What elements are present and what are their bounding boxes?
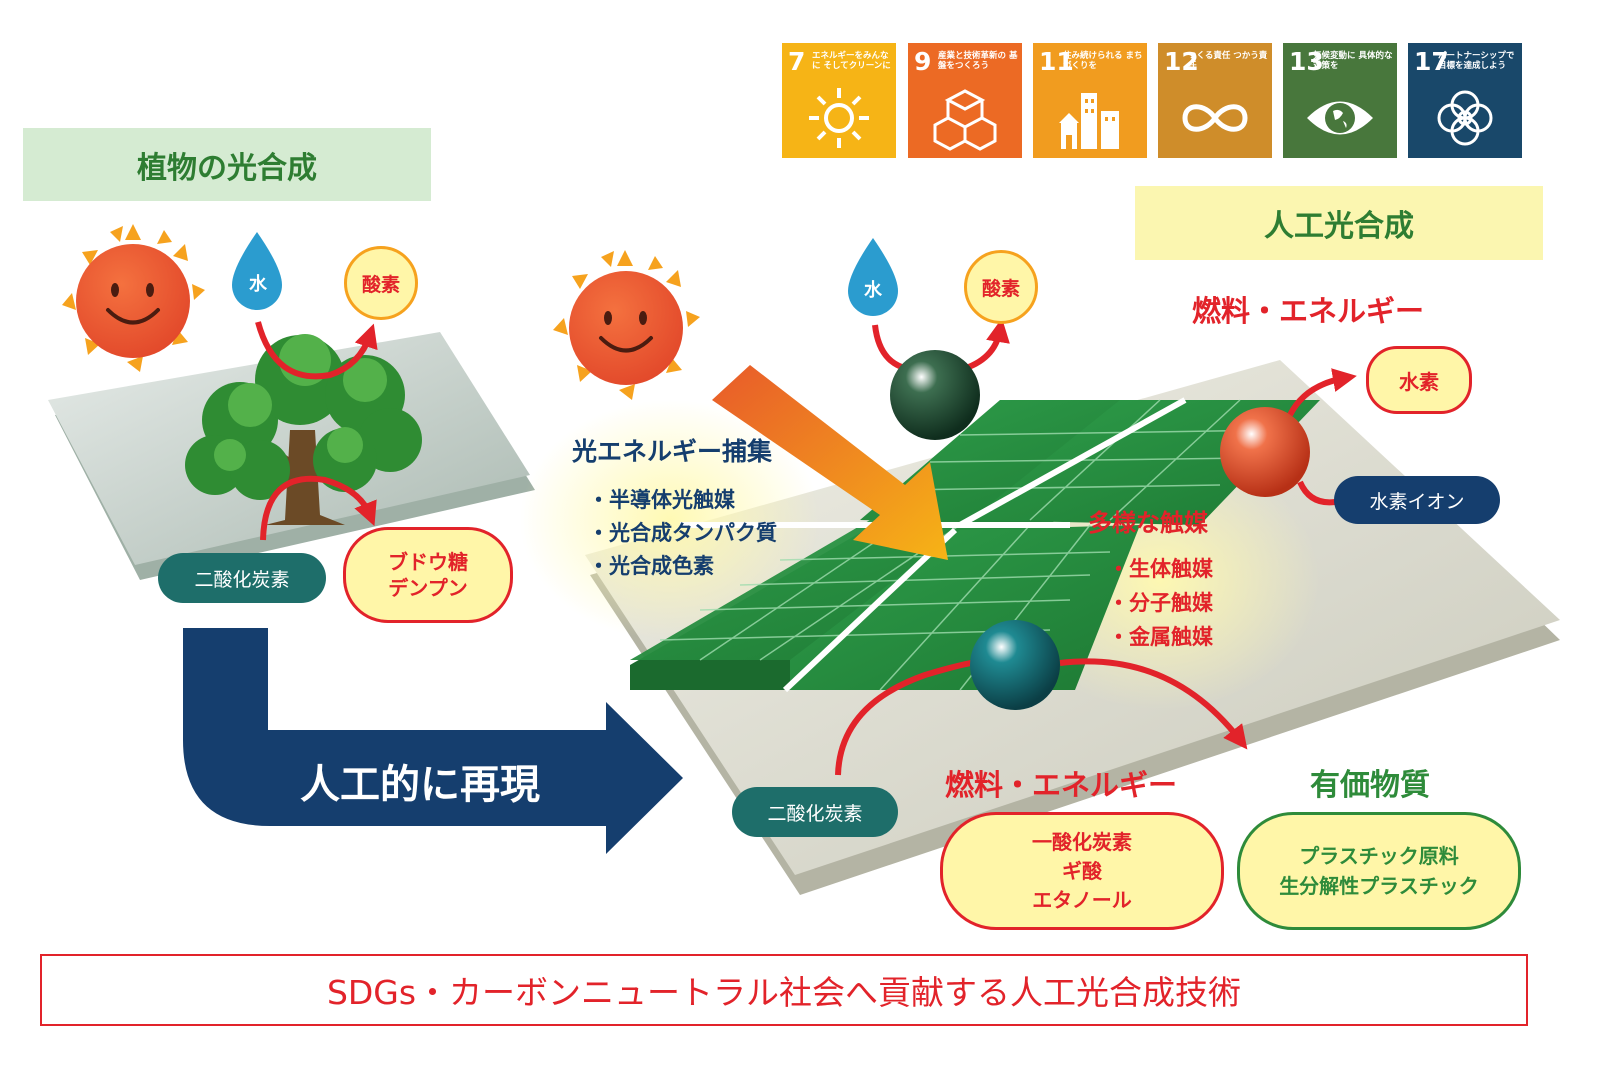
left-oxygen-badge: 酸素 (344, 246, 418, 320)
right-sun-icon (553, 250, 700, 400)
catalyst-heading: 多様な触媒 (1088, 509, 1208, 537)
valuable-products-badge: プラスチック原料 生分解性プラスチック (1237, 812, 1521, 930)
sdg-tile-9: 9 産業と技術革新の 基盤をつくろう (908, 43, 1022, 158)
light-item: ・光合成タンパク質 (588, 521, 777, 545)
catalyst-item: ・分子触媒 (1108, 591, 1213, 615)
left-sun-icon (62, 224, 205, 372)
sun-icon (809, 88, 869, 148)
artificial-section-title: 人工光合成 (1135, 186, 1543, 260)
flower-icon (1437, 90, 1493, 146)
sdg-tile-17: 17 パートナーシップで 目標を達成しよう (1408, 43, 1522, 158)
sdg-tile-11: 11 住み続けられる まちづくりを (1033, 43, 1147, 158)
glucose-starch-badge: ブドウ糖 デンプン (343, 527, 513, 623)
catalyst-item: ・金属触媒 (1108, 625, 1213, 649)
catalyst-list: ・生体触媒 ・分子触媒 ・金属触媒 (1108, 552, 1213, 654)
hydrogen-badge: 水素 (1366, 346, 1472, 414)
right-water-label: 水 (864, 280, 882, 301)
light-capture-list: ・半導体光触媒 ・光合成タンパク質 ・光合成色素 (588, 484, 777, 583)
valuable-materials-heading: 有価物質 (1310, 768, 1430, 803)
hydrogen-ion-badge: 水素イオン (1334, 476, 1500, 524)
reproduce-label: 人工的に再現 (300, 762, 540, 808)
fuel-energy-heading-top: 燃料・エネルギー (1192, 294, 1425, 328)
light-arrow (712, 365, 948, 560)
sdg-tile-12: 12 つくる責任 つかう責任 (1158, 43, 1272, 158)
light-capture-heading: 光エネルギー捕集 (572, 437, 773, 466)
fuel-products-badge: 一酸化炭素 ギ酸 エタノール (940, 812, 1224, 930)
dark-catalyst-ball (890, 350, 980, 440)
plant-section-title: 植物の光合成 (23, 128, 431, 201)
eye-globe-icon (1307, 101, 1373, 135)
sdg-tile-13: 13 気候変動に 具体的な対策を (1283, 43, 1397, 158)
city-icon (1059, 93, 1119, 149)
fuel-energy-heading-bottom: 燃料・エネルギー (945, 768, 1178, 802)
light-glow (520, 400, 820, 640)
left-water-label: 水 (249, 274, 267, 295)
right-oxygen-badge: 酸素 (964, 250, 1038, 324)
reproduce-arrow (183, 628, 683, 854)
light-item: ・半導体光触媒 (588, 488, 735, 512)
catalyst-item: ・生体触媒 (1108, 557, 1213, 581)
left-co2-badge: 二酸化炭素 (158, 553, 326, 603)
infinity-icon (1182, 104, 1248, 132)
right-co2-badge: 二酸化炭素 (732, 787, 898, 837)
cubes-icon (933, 89, 997, 151)
light-item: ・光合成色素 (588, 554, 714, 578)
red-catalyst-ball (1220, 407, 1310, 497)
footer-banner: SDGs・カーボンニュートラル社会へ貢献する人工光合成技術 (40, 954, 1528, 1026)
left-water-drop-icon (232, 232, 282, 310)
right-water-drop-icon (848, 238, 898, 316)
teal-catalyst-ball (970, 620, 1060, 710)
sdg-tile-7: 7 エネルギーをみんなに そしてクリーンに (782, 43, 896, 158)
